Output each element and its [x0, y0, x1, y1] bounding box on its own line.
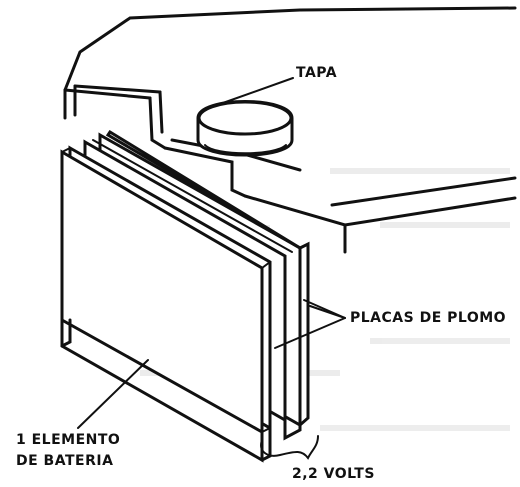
- label-tapa: TAPA: [296, 65, 337, 81]
- filler-cap: [196, 100, 294, 157]
- label-elemento-line1: 1 ELEMENTO: [16, 432, 120, 448]
- leader-lines: [77, 77, 346, 429]
- elemento-leader: [77, 359, 149, 429]
- label-placas-de-plomo: PLACAS DE PLOMO: [350, 310, 506, 326]
- placas-leader-2: [309, 305, 346, 319]
- tapa-leader: [219, 77, 294, 105]
- label-elemento-line2: DE BATERIA: [16, 453, 113, 469]
- placas-leader-3: [274, 317, 346, 349]
- label-voltage: 2,2 VOLTS: [292, 466, 375, 482]
- voltage-bracket: [260, 435, 319, 460]
